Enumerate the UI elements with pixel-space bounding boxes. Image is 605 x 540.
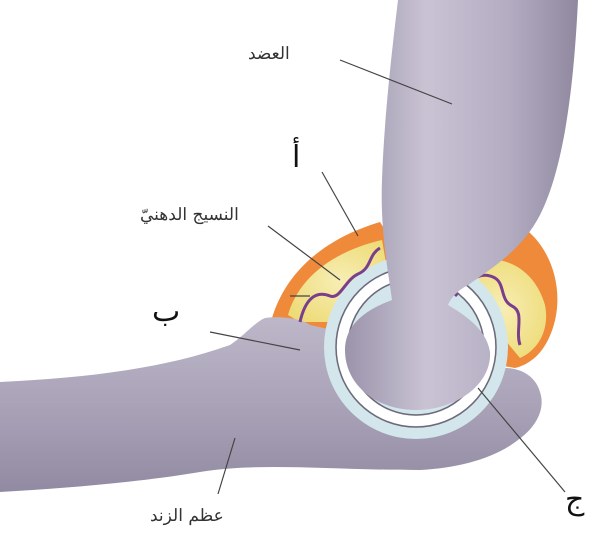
- label-humerus: العضد: [248, 44, 290, 64]
- label-b: ب: [152, 294, 180, 329]
- label-c: ج: [565, 482, 584, 517]
- label-fat-tissue: النسيج الدهنيّ: [140, 205, 239, 225]
- label-ulna: عظم الزند: [150, 506, 224, 526]
- humerus-bone: [345, 0, 578, 410]
- label-a: أ: [292, 140, 300, 175]
- leader-line-a: [322, 172, 358, 236]
